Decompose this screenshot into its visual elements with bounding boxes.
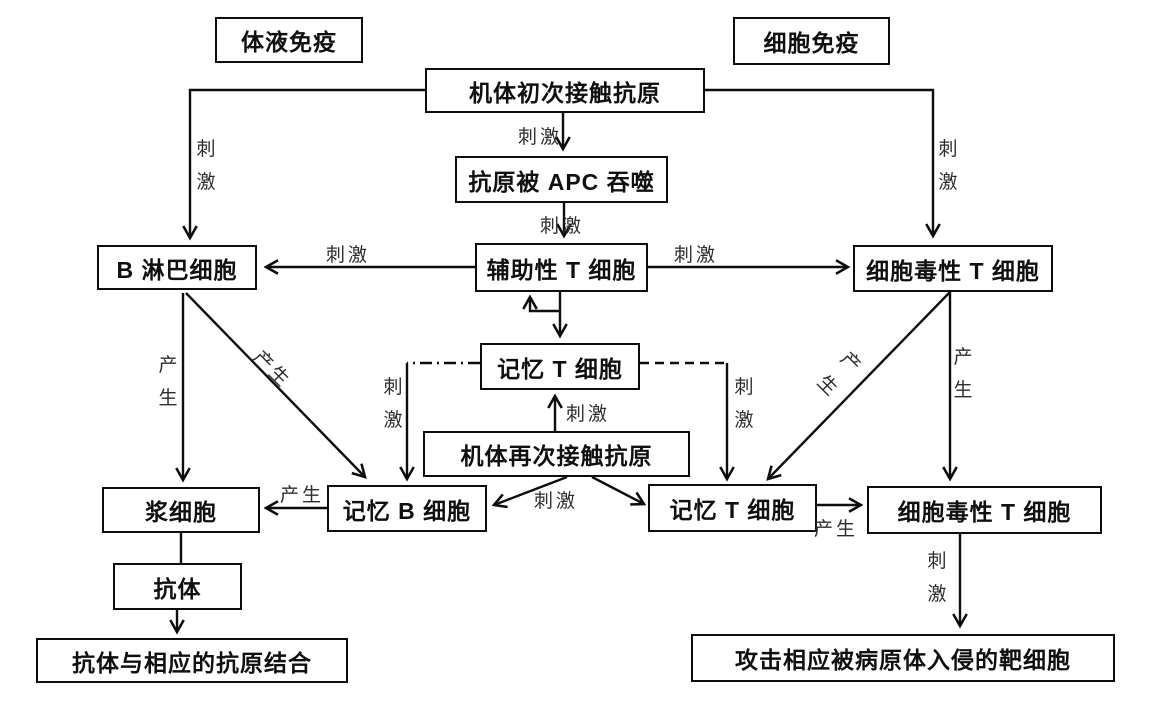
edge-label-stimulate-to-attack: 刺激 (927, 551, 947, 605)
edge-label-produce-cytotoxic-secondary: 产生 (953, 347, 973, 401)
edge-second-contact-to-memory-b (494, 475, 568, 505)
edge-memory-t-loop-to-helper-t (530, 297, 560, 313)
node-b-lymphocyte: B 淋巴细胞 (97, 245, 257, 290)
node-humoral-immunity: 体液免疫 (215, 17, 363, 63)
node-memory-t-cell-secondary: 记忆 T 细胞 (648, 484, 817, 532)
node-attack-target-cells: 攻击相应被病原体入侵的靶细胞 (691, 634, 1115, 682)
node-antigen-apc-phagocytosis: 抗原被 APC 吞噬 (455, 156, 668, 203)
node-cellular-immunity: 细胞免疫 (733, 17, 890, 65)
edge-b-lymphocyte-to-memory-b (185, 292, 365, 477)
node-cytotoxic-t-cell-secondary: 细胞毒性 T 细胞 (867, 486, 1102, 534)
edge-label-stimulate-to-helper-t: 刺激 (540, 216, 585, 237)
edge-label-stimulate-to-b-lymphocyte: 刺激 (326, 245, 371, 266)
edge-label-stimulate-second-contact: 刺激 (534, 491, 579, 512)
edge-label-stimulate-dashed-right: 刺激 (734, 377, 754, 431)
node-antibody-antigen-binding: 抗体与相应的抗原结合 (36, 638, 348, 683)
edge-first-contact-to-cytotoxic-t (705, 88, 933, 236)
node-memory-b-cell: 记忆 B 细胞 (327, 485, 487, 532)
node-antibody: 抗体 (113, 563, 242, 610)
edge-label-stimulate-to-cytotoxic-t: 刺激 (674, 245, 719, 266)
node-plasma-cell: 浆细胞 (102, 487, 260, 533)
edge-label-produce-plasma: 产生 (158, 355, 178, 409)
node-memory-t-cell-primary: 记忆 T 细胞 (480, 343, 640, 390)
node-helper-t-cell: 辅助性 T 细胞 (475, 243, 648, 292)
edge-second-contact-to-memory-t-secondary (591, 475, 644, 504)
edge-first-contact-to-b-lymphocyte (190, 88, 425, 238)
node-cytotoxic-t-cell: 细胞毒性 T 细胞 (853, 245, 1053, 292)
edge-cytotoxic-t-to-memory-t-secondary (768, 291, 951, 479)
edge-label-stimulate-left-drop: 刺激 (196, 139, 216, 193)
edge-label-produce-memory-b-to-plasma: 产生 (280, 485, 325, 506)
node-first-antigen-contact: 机体初次接触抗原 (425, 68, 705, 113)
edge-label-stimulate-second-to-memory-t: 刺激 (566, 404, 611, 425)
edge-label-stimulate-dashdot-left: 刺激 (383, 377, 403, 431)
node-second-antigen-contact: 机体再次接触抗原 (423, 431, 690, 477)
edge-label-stimulate-to-apc: 刺激 (518, 127, 563, 148)
edge-label-stimulate-right-drop: 刺激 (938, 139, 958, 193)
edge-label-produce-memory-t-to-cytotoxic: 产生 (814, 519, 859, 540)
